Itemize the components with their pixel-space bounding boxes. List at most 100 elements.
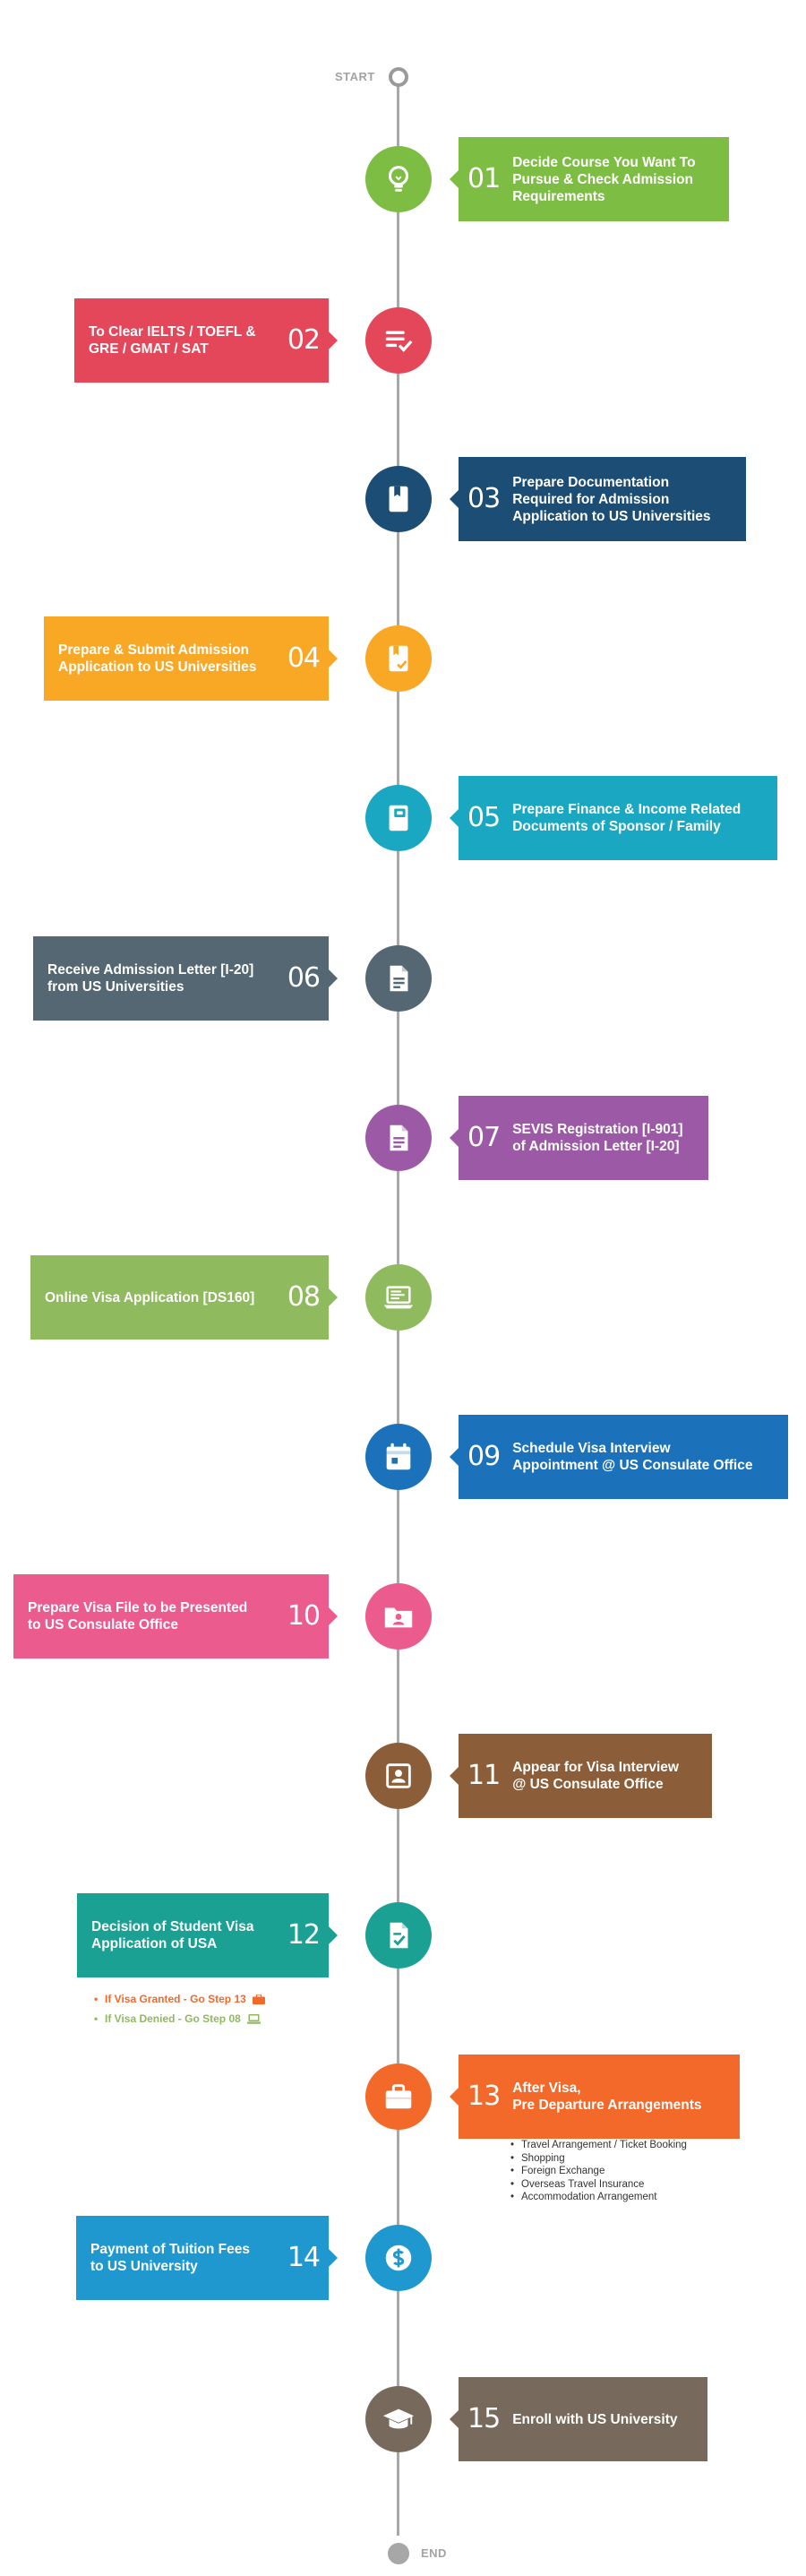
folder-user-icon [382, 1599, 416, 1633]
step-number: 10 [287, 1600, 321, 1632]
step-01-card: 01 Decide Course You Want To Pursue & Che… [450, 137, 729, 221]
pre-departure-item: Shopping [510, 2152, 687, 2166]
step-number: 09 [467, 1441, 501, 1472]
step-text: Decide Course You Want To Pursue & Check… [512, 154, 696, 204]
step-number: 04 [287, 642, 321, 674]
step-number: 14 [287, 2242, 321, 2273]
step-13-card: 13 After Visa, Pre Departure Arrangements [450, 2055, 740, 2139]
decision-note-text: If Visa Denied - Go Step 08 [105, 2012, 241, 2025]
step-06-node [365, 945, 432, 1012]
step-11-card: 11 Appear for Visa Interview @ US Consula… [450, 1734, 712, 1818]
step-08-card: Online Visa Application [DS160] 08 [30, 1255, 338, 1340]
step-05-node [365, 785, 432, 851]
step-14-card: Payment of Tuition Fees to US University… [76, 2216, 338, 2300]
card-pointer [329, 650, 338, 668]
step-text: Enroll with US University [512, 2411, 678, 2427]
step-10-card: Prepare Visa File to be Presented to US … [13, 1574, 338, 1658]
step-text: Prepare Visa File to be Presented to US … [28, 1600, 248, 1633]
step-02-card: To Clear IELTS / TOEFL & GRE / GMAT / SA… [74, 298, 338, 383]
step-04-card: Prepare & Submit Admission Application t… [44, 616, 338, 701]
calendar-icon [382, 1440, 416, 1474]
step-12-card: Decision of Student Visa Application of … [77, 1893, 338, 1977]
card-pointer [450, 1129, 459, 1147]
card-pointer [450, 170, 459, 188]
card-pointer [329, 1607, 338, 1625]
document-icon [382, 961, 416, 995]
card-pointer [329, 1926, 338, 1944]
decision-note-denied: If Visa Denied - Go Step 08 [94, 2009, 265, 2029]
book-icon [382, 482, 416, 516]
step-05-card: 05 Prepare Finance & Income Related Docum… [450, 776, 777, 860]
step-text: Receive Admission Letter [I-20] from US … [47, 962, 254, 995]
card-pointer [329, 332, 338, 349]
step-text: Schedule Visa Interview Appointment @ US… [512, 1441, 753, 1473]
card-pointer [450, 1767, 459, 1785]
card-pointer [450, 2410, 459, 2428]
step-09-node [365, 1424, 432, 1490]
step-13-node [365, 2063, 432, 2130]
laptop-icon [382, 1280, 416, 1314]
step-number: 05 [467, 802, 501, 833]
step-number: 11 [467, 1760, 501, 1791]
pre-departure-item: Foreign Exchange [510, 2165, 687, 2178]
start-node [389, 67, 408, 87]
card-pointer [450, 490, 459, 508]
file-check-icon [382, 1918, 416, 1952]
step-09-card: 09 Schedule Visa Interview Appointment @ … [450, 1415, 788, 1499]
step-15-node [365, 2386, 432, 2452]
card-pointer [450, 809, 459, 827]
book-check-icon [382, 642, 416, 676]
laptop-icon [247, 2014, 262, 2024]
step-11-node [365, 1743, 432, 1809]
contact-icon [382, 1759, 416, 1793]
step-text: Prepare Finance & Income Related Documen… [512, 802, 742, 834]
step-06-card: Receive Admission Letter [I-20] from US … [33, 936, 338, 1021]
step-text: To Clear IELTS / TOEFL & GRE / GMAT / SA… [89, 324, 256, 357]
step-text: Online Visa Application [DS160] [45, 1289, 255, 1305]
pre-departure-item: Overseas Travel Insurance [510, 2178, 687, 2192]
step-08-node [365, 1264, 432, 1331]
card-pointer [329, 1288, 338, 1306]
decision-note-text: If Visa Granted - Go Step 13 [105, 1993, 246, 2005]
card-pointer [450, 1448, 459, 1466]
form-icon [382, 1121, 416, 1155]
lightbulb-icon [382, 162, 416, 196]
card-pointer [450, 2088, 459, 2106]
step-number: 12 [287, 1919, 321, 1951]
step-number: 01 [467, 163, 501, 194]
step-03-node [365, 466, 432, 532]
dollar-icon [382, 2241, 416, 2275]
step-text: Prepare & Submit Admission Application t… [58, 642, 257, 675]
decision-note-granted: If Visa Granted - Go Step 13 [94, 1989, 266, 2009]
end-node [388, 2543, 409, 2564]
step-14-node [365, 2225, 432, 2291]
briefcase-icon [382, 2080, 416, 2114]
step-number: 15 [467, 2403, 501, 2434]
step-12-node [365, 1902, 432, 1969]
step-10-node [365, 1583, 432, 1650]
step-02-node [365, 307, 432, 374]
briefcase-icon [253, 1994, 266, 2004]
card-pointer [329, 2249, 338, 2267]
step-number: 08 [287, 1281, 321, 1313]
pre-departure-item: Accommodation Arrangement [510, 2191, 687, 2204]
card-pointer [329, 969, 338, 987]
step-number: 06 [287, 962, 321, 994]
checklist-icon [382, 323, 416, 358]
step-15-card: 15 Enroll with US University [450, 2377, 707, 2461]
start-label: START [335, 70, 375, 83]
graduation-cap-icon [382, 2402, 416, 2436]
step-text: SEVIS Registration [I-901] of Admission … [512, 1122, 683, 1154]
step-text: Decision of Student Visa Application of … [91, 1919, 254, 1951]
step-text: After Visa, Pre Departure Arrangements [512, 2081, 702, 2113]
step-number: 02 [287, 324, 321, 356]
step-07-node [365, 1105, 432, 1171]
step-number: 03 [467, 483, 501, 514]
end-label: END [421, 2546, 447, 2560]
step-number: 13 [467, 2081, 501, 2112]
step-text: Appear for Visa Interview @ US Consulate… [512, 1760, 679, 1792]
step-01-node [365, 146, 432, 212]
